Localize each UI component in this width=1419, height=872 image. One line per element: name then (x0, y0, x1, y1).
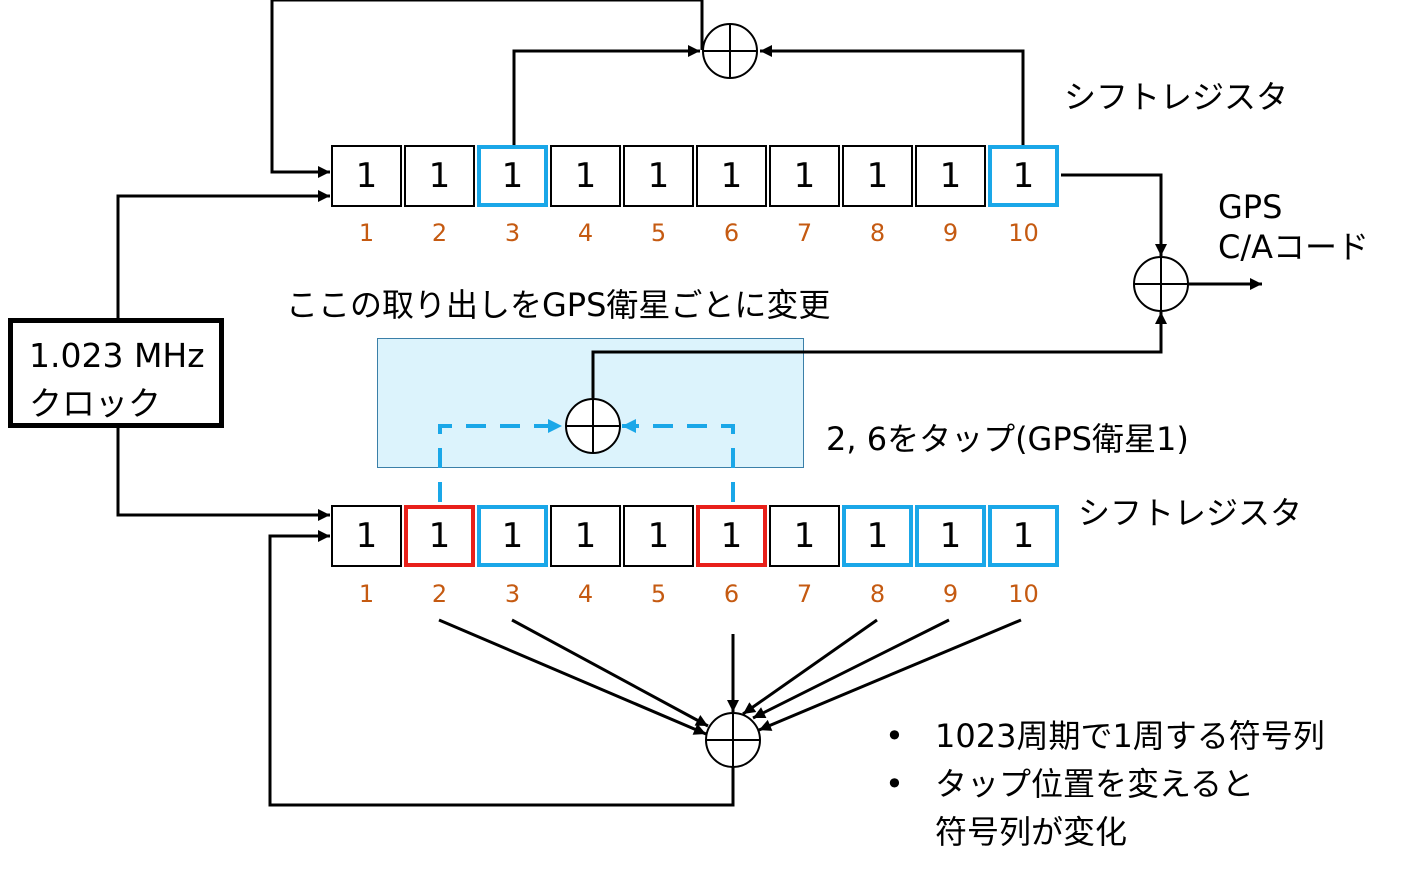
clock-box: 1.023 MHz クロック (8, 318, 224, 428)
bottom-index-8: 8 (869, 580, 886, 608)
bottom-index-3: 3 (504, 580, 521, 608)
top-cell-1: 1 (331, 145, 402, 207)
top-index-7: 7 (796, 219, 813, 247)
bottom-index-7: 7 (796, 580, 813, 608)
clock-frequency-label: 1.023 MHz (29, 336, 205, 375)
note-item-period: • 1023周期で1周する符号列 (885, 712, 1325, 760)
bottom-index-6: 6 (723, 580, 740, 608)
top-cell-2: 1 (404, 145, 475, 207)
bullet-icon: • (885, 765, 904, 803)
bottom-cell-5: 1 (623, 505, 694, 567)
bottom-cell-10: 1 (988, 505, 1059, 567)
bottom-feedback-wire (268, 530, 735, 807)
note-text-tap-change-line1: タップ位置を変えると (935, 765, 1255, 803)
top-index-3: 3 (504, 219, 521, 247)
note-text-tap-change-line2: 符号列が変化 (935, 813, 1128, 851)
top-xor-icon (702, 23, 758, 79)
top-index-8: 8 (869, 219, 886, 247)
clock-to-top-wire (116, 190, 330, 318)
bottom-cell-3: 1 (477, 505, 548, 567)
bottom-xor-icon (705, 712, 761, 768)
bottom-tap3-wire (511, 618, 709, 728)
top-index-4: 4 (577, 219, 594, 247)
bottom-cell-2: 1 (404, 505, 475, 567)
bottom-cell-6: 1 (696, 505, 767, 567)
bottom-tap2-wire (438, 618, 707, 736)
top-index-5: 5 (650, 219, 667, 247)
top-cell-3: 1 (477, 145, 548, 207)
top-index-6: 6 (723, 219, 740, 247)
bottom-cell-7: 1 (769, 505, 840, 567)
top-index-9: 9 (942, 219, 959, 247)
bottom-tap10-wire (758, 618, 1022, 732)
tap6-dashed-wire (622, 419, 735, 502)
top-output-wire (1061, 173, 1167, 256)
top-feedback-wire (270, 0, 704, 178)
tap-note: 2, 6をタップ(GPS衛星1) (826, 420, 1189, 458)
bottom-cell-1: 1 (331, 505, 402, 567)
top-cell-7: 1 (769, 145, 840, 207)
clock-to-bottom-wire (116, 428, 330, 521)
bottom-index-9: 9 (942, 580, 959, 608)
bottom-index-2: 2 (431, 580, 448, 608)
top-tap10-wire (760, 45, 1025, 146)
bottom-index-10: 10 (1008, 580, 1039, 608)
tap-caption: ここの取り出しをGPS衛星ごとに変更 (286, 286, 831, 324)
bottom-index-5: 5 (650, 580, 667, 608)
bullet-icon: • (885, 717, 904, 755)
notes-list: • 1023周期で1周する符号列 • タップ位置を変えると 符号列が変化 (885, 712, 1325, 856)
clock-label: クロック (29, 384, 161, 423)
note-text-period: 1023周期で1周する符号列 (935, 717, 1325, 755)
shift-register-label-bottom: シフトレジスタ (1078, 494, 1303, 532)
top-cell-10: 1 (988, 145, 1059, 207)
ca-code-output-label: C/Aコード (1218, 228, 1370, 266)
bottom-tap8-wire (742, 618, 878, 716)
bottom-tap9-wire (752, 618, 950, 720)
bottom-index-4: 4 (577, 580, 594, 608)
top-cell-8: 1 (842, 145, 913, 207)
note-item-tap-change: • タップ位置を変えると 符号列が変化 (885, 760, 1325, 856)
bottom-cell-8: 1 (842, 505, 913, 567)
top-tap3-wire (512, 45, 700, 146)
top-cell-6: 1 (696, 145, 767, 207)
shift-register-label-top: シフトレジスタ (1064, 78, 1289, 116)
bottom-cell-9: 1 (915, 505, 986, 567)
top-index-10: 10 (1008, 219, 1039, 247)
tap-to-output-wire (591, 312, 1167, 398)
top-cell-4: 1 (550, 145, 621, 207)
bottom-cell-4: 1 (550, 505, 621, 567)
top-index-1: 1 (358, 219, 375, 247)
top-cell-5: 1 (623, 145, 694, 207)
top-cell-9: 1 (915, 145, 986, 207)
output-xor-icon (1133, 256, 1189, 312)
tap-select-xor-icon (565, 398, 621, 454)
gps-output-label: GPS (1218, 188, 1283, 226)
bottom-index-1: 1 (358, 580, 375, 608)
tap2-dashed-wire (438, 419, 562, 502)
top-index-2: 2 (431, 219, 448, 247)
